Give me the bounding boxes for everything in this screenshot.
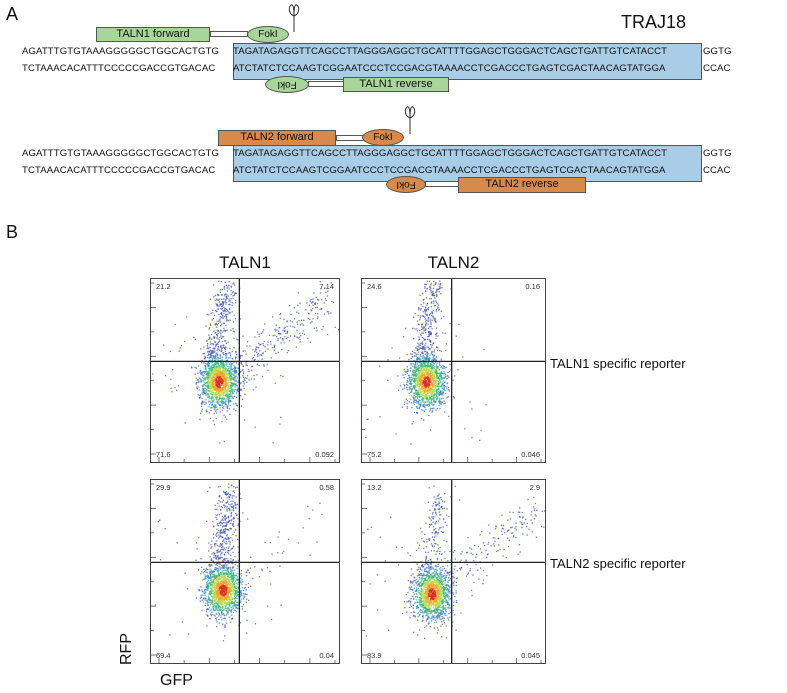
taln1-reverse-box: TALN1 reverse: [343, 77, 449, 92]
y-axis-label: RFP: [118, 633, 135, 665]
seq-top-left: AGATTTGTGTAAAGGGGGCTGGCACTGTG: [22, 46, 220, 57]
taln2-reverse-box: TALN2 reverse: [458, 177, 586, 193]
density-dots: [151, 279, 339, 462]
seq-top-right: GGTG: [703, 148, 732, 159]
density-dots: [151, 480, 339, 663]
taln1-foki-top: FokI: [247, 26, 289, 43]
seq-top-left: AGATTTGTGTAAAGGGGGCTGGCACTGTG: [22, 148, 220, 159]
row-label-taln1-reporter: TALN1 specific reporter: [550, 356, 686, 371]
seq-bot-mid: ATCTATCTCCAAGTCGGAATCCCTCCGACGTAAAACCTCG…: [233, 165, 666, 176]
seq-bot-right: CCAC: [703, 63, 731, 74]
seq-top-right: GGTG: [703, 46, 732, 57]
seq-bot-left: TCTAAACACATTTCCCCCGACCGTGACAC: [22, 63, 216, 74]
flow-plot-taln2-reporter1: 24.6 0.16 75.2 0.046: [361, 278, 546, 463]
scissors-cut-icon: [288, 4, 300, 32]
taln2-foki-bottom: FokI: [386, 176, 426, 193]
scissors-cut-icon: [404, 106, 416, 134]
quadrant-upper-right-pct: 7.14: [319, 282, 334, 291]
taln2-bottom-strand: TCTAAACACATTTCCCCCGACCGTGACAC ATCTATCTCCA…: [22, 165, 731, 177]
column-title-taln2: TALN2: [427, 253, 480, 272]
quadrant-upper-right-pct: 0.58: [319, 483, 334, 492]
panel-a-letter: A: [6, 4, 19, 24]
taln1-bottom-strand: TCTAAACACATTTCCCCCGACCGTGACAC ATCTATCTCCA…: [22, 63, 731, 75]
density-dots: [362, 480, 545, 663]
taln2-target-region: [233, 145, 702, 182]
seq-bot-mid: ATCTATCTCCAAGTCGGAATCCCTCCGACGTAAAACCTCG…: [233, 63, 666, 74]
taln1-foki-bottom: FokI: [265, 76, 309, 93]
density-dots: [362, 279, 545, 462]
quadrant-lower-left-pct: 75.2: [367, 450, 382, 459]
quadrant-lower-left-pct: 83.9: [367, 651, 382, 660]
quadrant-lower-right-pct: 0.04: [319, 651, 334, 660]
talen2-diagram: TALN2 forward FokI AGATTTGTGTAAAGGGGGCTG…: [0, 100, 787, 200]
flow-plot-taln1-reporter2: 29.9 0.58 69.4 0.04: [150, 479, 340, 664]
quadrant-lower-left-pct: 71.6: [156, 450, 171, 459]
taln1-forward-box: TALN1 forward: [96, 27, 210, 42]
quadrant-lower-right-pct: 0.092: [315, 450, 334, 459]
seq-bot-right: CCAC: [703, 165, 731, 176]
quadrant-upper-right-pct: 0.16: [525, 282, 540, 291]
panel-b-letter: B: [6, 222, 19, 242]
quadrant-upper-left-pct: 13.2: [367, 483, 382, 492]
taln2-reverse-linker: [425, 181, 459, 187]
seq-top-mid: TAGATAGAGGTTCAGCCTTAGGGAGGCTGCATTTTGGAGC…: [233, 46, 668, 57]
talen1-diagram: TALN1 forward FokI AGATTTGTGTAAAGGGGGCTG…: [0, 0, 787, 100]
quadrant-lower-right-pct: 0.045: [521, 651, 540, 660]
taln2-forward-box: TALN2 forward: [218, 130, 336, 146]
taln1-forward-linker: [210, 31, 248, 37]
gene-label: TRAJ18: [621, 12, 687, 32]
quadrant-lower-right-pct: 0.046: [521, 450, 540, 459]
quadrant-upper-right-pct: 2.9: [529, 483, 540, 492]
quadrant-lower-left-pct: 69.4: [156, 651, 171, 660]
quadrant-upper-left-pct: 24.6: [367, 282, 382, 291]
taln1-top-strand: AGATTTGTGTAAAGGGGGCTGGCACTGTG TAGATAGAGGT…: [22, 46, 732, 58]
taln1-reverse-linker: [308, 81, 344, 87]
flow-plot-taln1-reporter1: 21.2 7.14 71.6 0.092: [150, 278, 340, 463]
taln2-foki-top: FokI: [362, 129, 404, 146]
quadrant-upper-left-pct: 21.2: [156, 282, 171, 291]
flow-plot-taln2-reporter2: 13.2 2.9 83.9 0.045: [361, 479, 546, 664]
seq-top-mid: TAGATAGAGGTTCAGCCTTAGGGAGGCTGCATTTTGGAGC…: [233, 148, 668, 159]
seq-bot-left: TCTAAACACATTTCCCCCGACCGTGACAC: [22, 165, 216, 176]
column-title-taln1: TALN1: [219, 253, 271, 272]
row-label-taln2-reporter: TALN2 specific reporter: [550, 556, 686, 571]
x-axis-label: GFP: [160, 672, 193, 689]
taln2-forward-linker: [336, 135, 364, 141]
quadrant-upper-left-pct: 29.9: [156, 483, 171, 492]
taln1-target-region: [233, 43, 702, 80]
taln2-top-strand: AGATTTGTGTAAAGGGGGCTGGCACTGTG TAGATAGAGGT…: [22, 148, 732, 160]
